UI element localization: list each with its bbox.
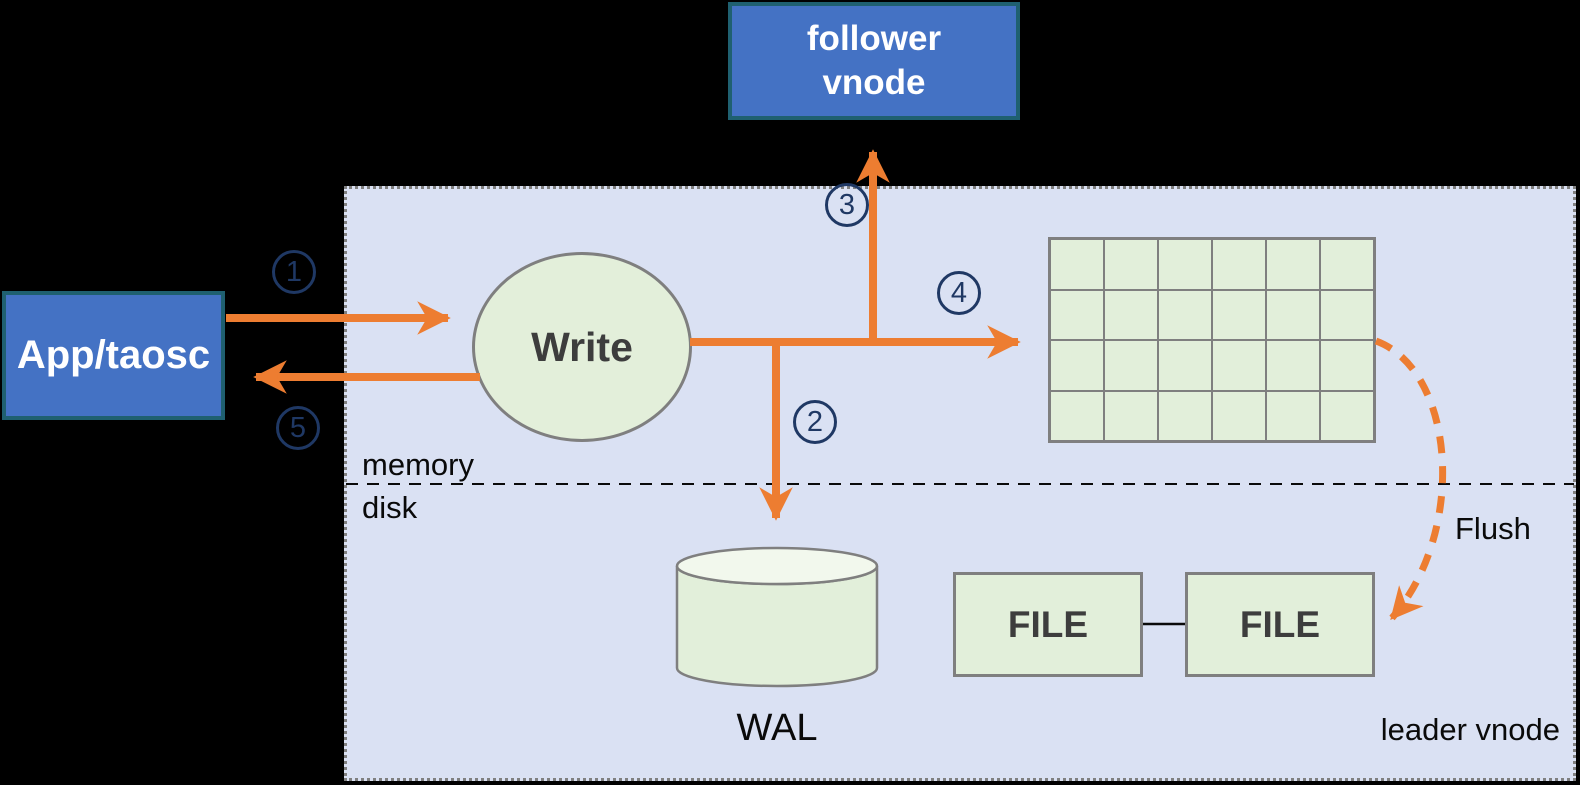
memory-label: memory	[362, 447, 474, 482]
wal-label: WAL	[736, 707, 818, 749]
mem-table-cell	[1050, 390, 1104, 441]
step-3-number: 3	[838, 188, 856, 221]
mem-table-cell	[1104, 239, 1158, 290]
mem-table-cell	[1158, 239, 1212, 290]
mem-table-grid	[1048, 237, 1376, 443]
mem-table-cell	[1050, 289, 1104, 340]
mem-table-cell	[1104, 289, 1158, 340]
mem-table-cell	[1212, 289, 1266, 340]
follower-vnode-label: follower vnode	[806, 19, 942, 102]
mem-table-cell	[1320, 289, 1374, 340]
leader-vnode-label: leader vnode	[1380, 712, 1560, 747]
flush-label: Flush	[1455, 511, 1531, 546]
mem-table-cell	[1320, 340, 1374, 391]
step-badge-5: 5	[276, 406, 320, 450]
mem-table-cell	[1104, 390, 1158, 441]
step-badge-4: 4	[937, 271, 981, 315]
mem-table-cell	[1320, 390, 1374, 441]
mem-table-cell	[1266, 340, 1320, 391]
mem-table-cell	[1266, 239, 1320, 290]
mem-table-cell	[1050, 239, 1104, 290]
step-2-number: 2	[806, 405, 824, 438]
mem-table-cell	[1158, 289, 1212, 340]
step-badge-3: 3	[825, 183, 869, 227]
disk-label: disk	[362, 490, 418, 525]
write-node: Write	[472, 252, 692, 442]
step-5-number: 5	[289, 411, 307, 444]
mem-table-cell	[1158, 340, 1212, 391]
step-1-number: 1	[285, 255, 303, 288]
app-taosc-node: App/taosc	[2, 291, 225, 420]
mem-table-cell	[1266, 289, 1320, 340]
file-right-label: FILE	[1239, 603, 1321, 645]
file-node-left: FILE	[953, 572, 1143, 677]
mem-table-cell	[1212, 239, 1266, 290]
mem-table-cell	[1212, 390, 1266, 441]
step-badge-1: 1	[272, 250, 316, 294]
follower-vnode-node: follower vnode	[728, 2, 1020, 120]
file-left-label: FILE	[1007, 603, 1089, 645]
app-taosc-label: App/taosc	[16, 333, 211, 377]
mem-table-cell	[1266, 390, 1320, 441]
mem-table-cell	[1212, 340, 1266, 391]
mem-table-cell	[1320, 239, 1374, 290]
mem-table-cell	[1158, 390, 1212, 441]
mem-table-cell	[1050, 340, 1104, 391]
file-node-right: FILE	[1185, 572, 1375, 677]
step-badge-2: 2	[793, 400, 837, 444]
mem-table-cell	[1104, 340, 1158, 391]
write-label: Write	[531, 323, 633, 370]
step-4-number: 4	[950, 276, 968, 309]
